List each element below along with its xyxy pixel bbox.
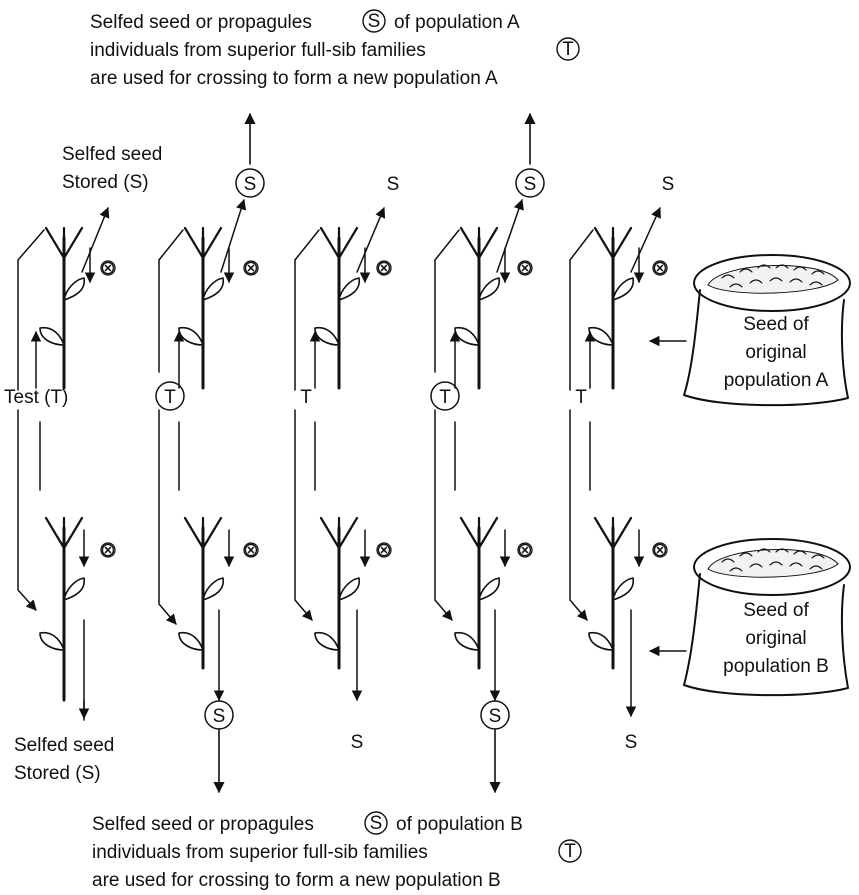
seed-bag-a: Seed of original population A: [684, 255, 850, 405]
self-mark-b5: ⊗: [652, 540, 668, 561]
bottom-s2: S: [213, 706, 226, 727]
top-caption-t-symbol: T: [562, 39, 574, 60]
stored-bottom-label-1: Selfed seed: [14, 735, 114, 756]
plant-a1: ⊗: [18, 208, 116, 390]
self-mark-a1: ⊗: [100, 258, 116, 279]
plant-row-a: ⊗ ⊗: [18, 200, 686, 390]
bottom-caption-line1-b: of population B: [396, 814, 523, 835]
plant-a3: ⊗: [295, 208, 392, 390]
top-s3: S: [387, 174, 400, 195]
bottom-s5: S: [625, 732, 638, 753]
plant-row-b: ⊗ ⊗ ⊗: [18, 410, 686, 720]
top-caption-line1-a: Selfed seed or propagules: [90, 12, 312, 33]
bottom-caption: Selfed seed or propagules S of populatio…: [92, 812, 581, 891]
bag-a-line1: Seed of: [743, 314, 809, 335]
mid-t3: T: [300, 387, 312, 408]
self-mark-b3: ⊗: [376, 540, 392, 561]
plant-b3: ⊗: [295, 410, 392, 700]
self-mark-b4: ⊗: [517, 540, 533, 561]
self-mark-a3: ⊗: [376, 258, 392, 279]
seed-bag-b: Seed of original population B: [684, 539, 850, 695]
plant-a5: ⊗: [570, 208, 668, 390]
self-mark-b1: ⊗: [100, 540, 116, 561]
top-s5: S: [662, 174, 675, 195]
plant-b5: ⊗: [570, 410, 668, 716]
stored-top-label-2: Stored (S): [62, 172, 149, 193]
bag-a-line3: population A: [724, 370, 829, 391]
bottom-caption-line1-a: Selfed seed or propagules: [92, 814, 314, 835]
test-label: Test (T): [4, 387, 68, 408]
stored-bottom-label-2: Stored (S): [14, 763, 101, 784]
bag-b-line2: original: [745, 628, 806, 649]
top-caption-line1-b: of population A: [394, 12, 520, 33]
bag-b-line1: Seed of: [743, 600, 809, 621]
bag-b-line3: population B: [723, 656, 829, 677]
bag-a-line2: original: [745, 342, 806, 363]
self-mark-a5: ⊗: [652, 258, 668, 279]
bottom-caption-line3: are used for crossing to form a new popu…: [92, 870, 501, 891]
plant-b2: ⊗: [159, 410, 259, 700]
bottom-caption-t-symbol: T: [564, 841, 576, 862]
bottom-s3: S: [351, 732, 364, 753]
self-mark-a2: ⊗: [243, 258, 259, 279]
bottom-caption-line2-a: individuals from superior full-sib famil…: [92, 842, 428, 863]
plant-b1: ⊗: [18, 410, 116, 720]
top-caption-s-symbol: S: [368, 11, 381, 32]
top-caption: Selfed seed or propagules S of populatio…: [90, 10, 579, 89]
plant-b4: ⊗: [435, 410, 533, 700]
top-s2: S: [244, 174, 257, 195]
self-mark-b2: ⊗: [243, 540, 259, 561]
top-caption-line3: are used for crossing to form a new popu…: [90, 68, 498, 89]
self-mark-a4: ⊗: [517, 258, 533, 279]
mid-t4: T: [439, 387, 451, 408]
bottom-s4: S: [489, 706, 502, 727]
bottom-caption-s-symbol: S: [370, 813, 383, 834]
top-s4: S: [524, 174, 537, 195]
mid-t5: T: [575, 387, 587, 408]
top-caption-line2-a: individuals from superior full-sib famil…: [90, 40, 426, 61]
stored-top-label-1: Selfed seed: [62, 144, 162, 165]
plant-a4: ⊗: [435, 200, 533, 388]
plant-a2: ⊗: [159, 200, 259, 388]
mid-t2: T: [164, 387, 176, 408]
